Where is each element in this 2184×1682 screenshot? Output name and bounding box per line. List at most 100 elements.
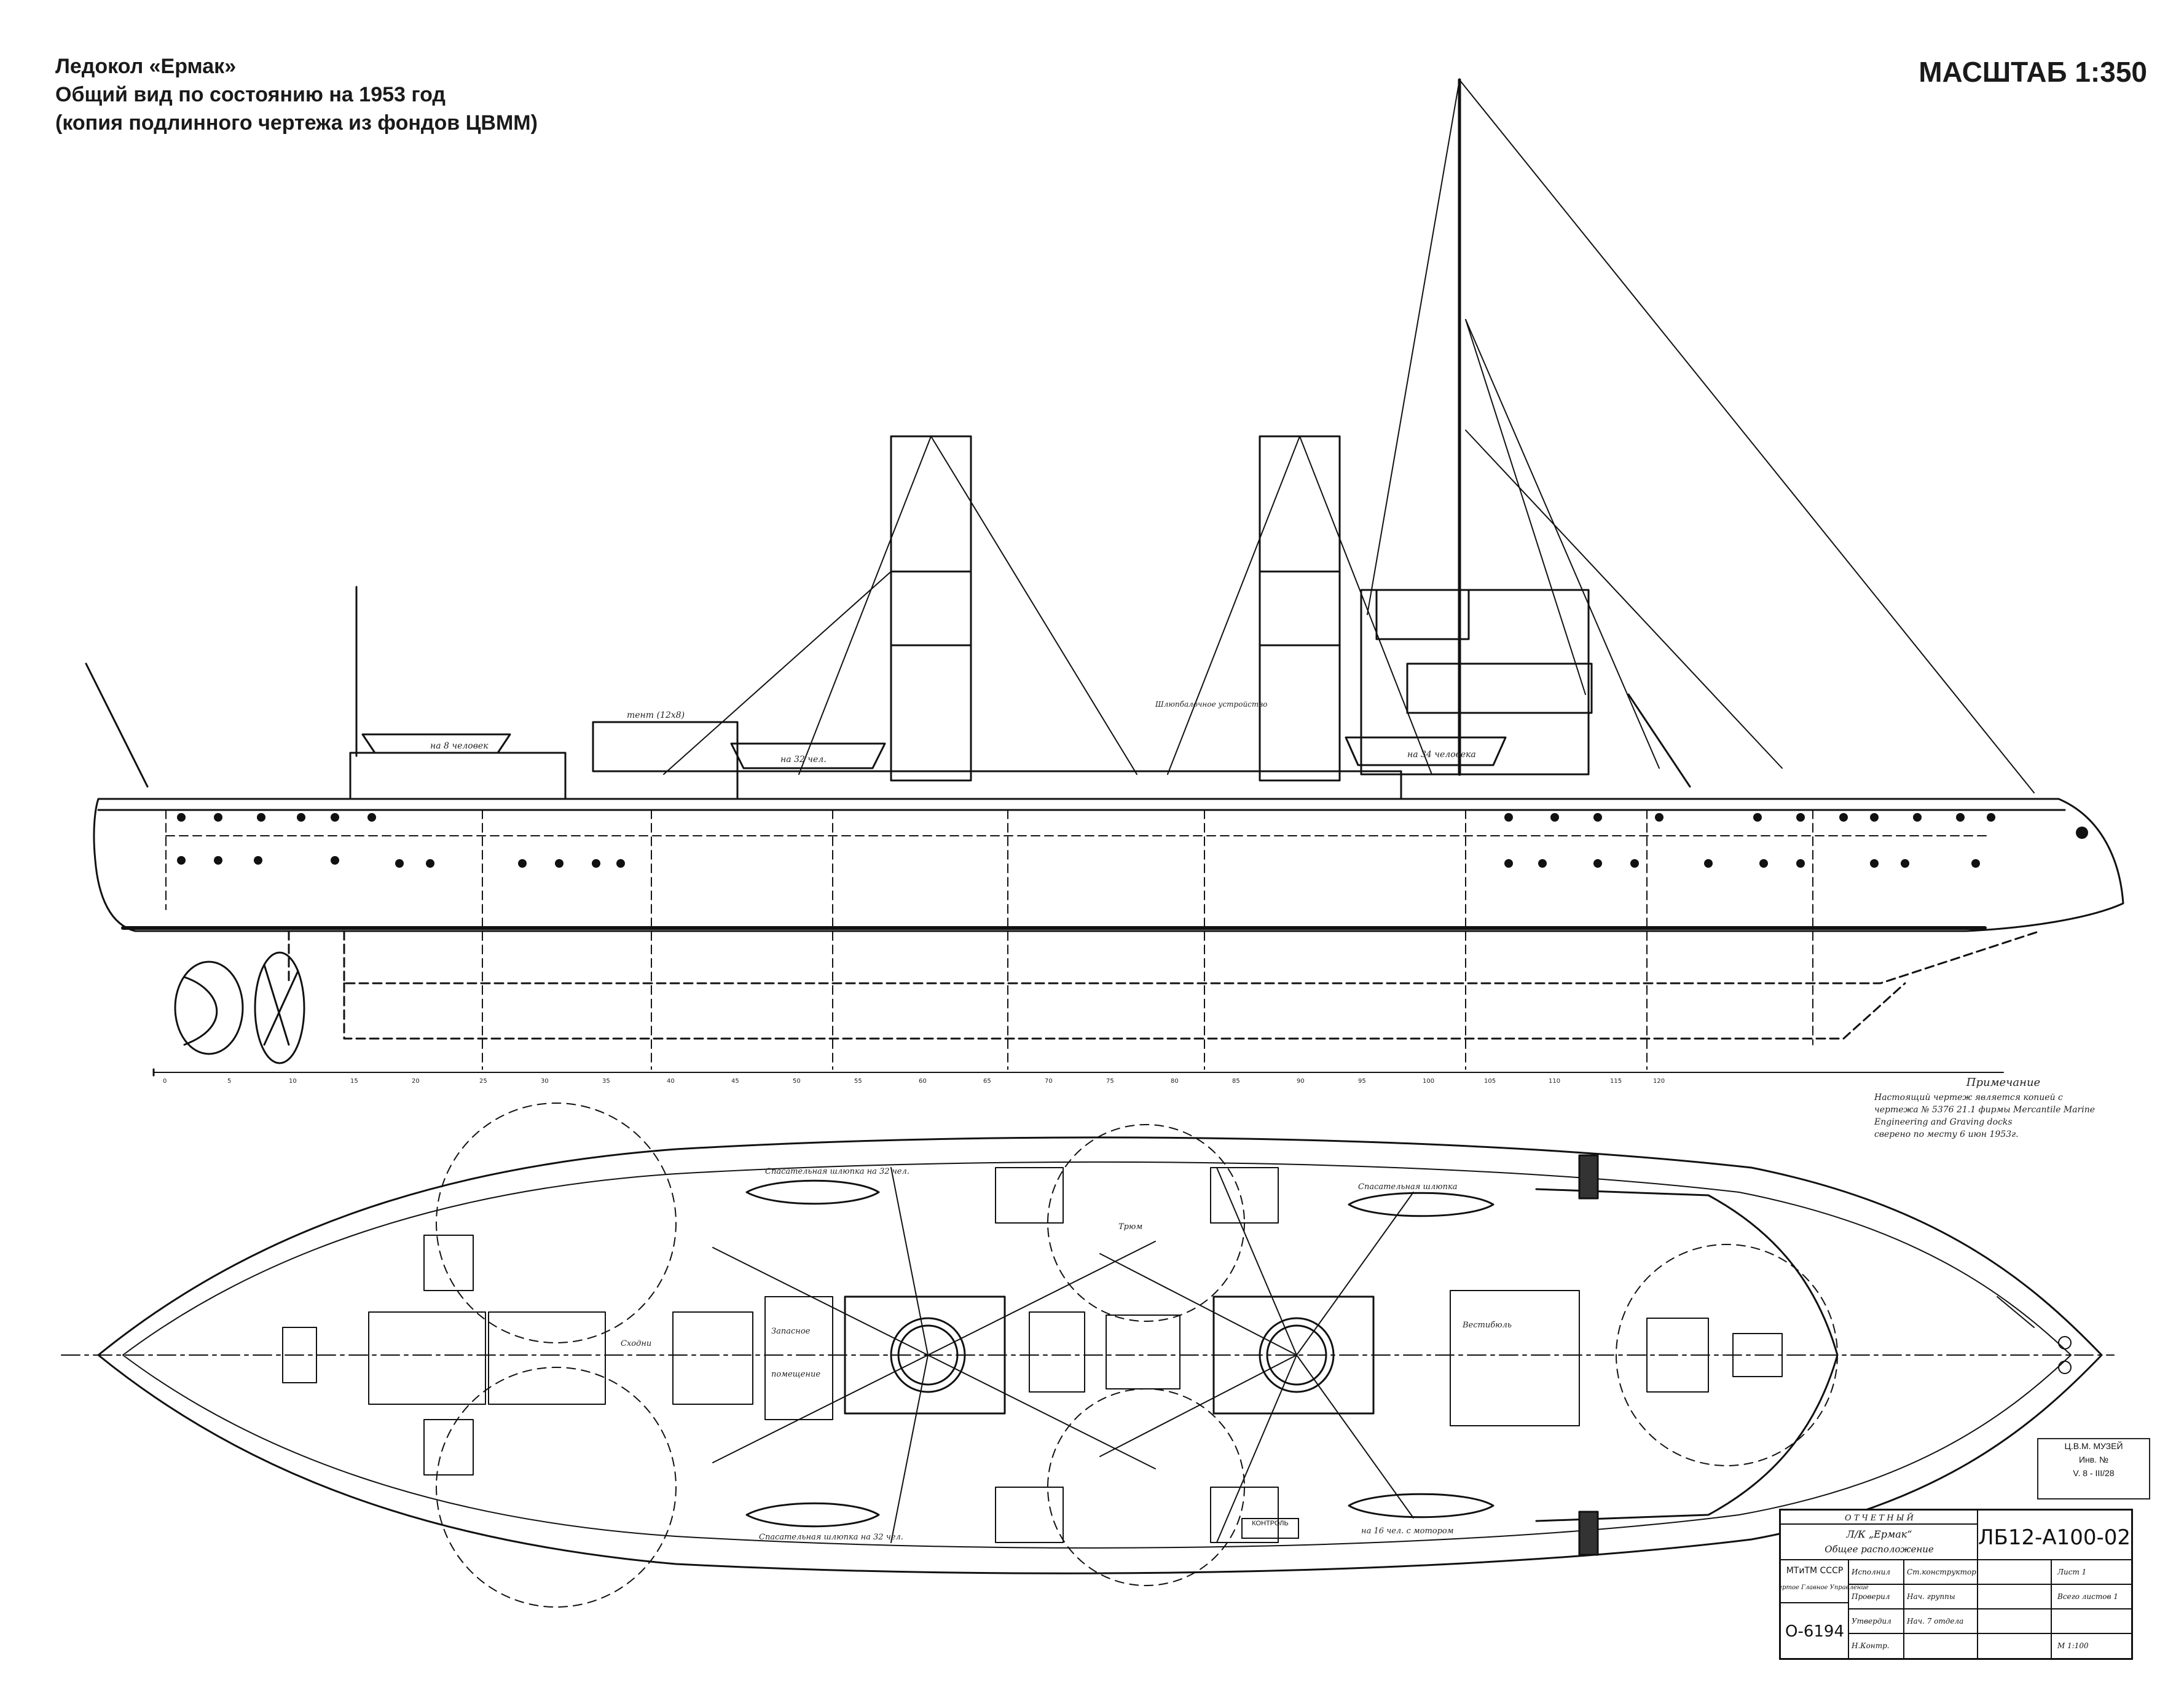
- vestibule-label: Вестибюль: [1462, 1321, 1512, 1330]
- frame-number: 110: [1549, 1078, 1560, 1085]
- underwater-hull: [288, 930, 2041, 1040]
- tb-row-role: Исполнил: [1851, 1568, 1890, 1576]
- drawing-note: Примечание Настоящий чертеж является коп…: [1874, 1077, 2132, 1141]
- tb-row-col: Ст.конструктор: [1907, 1568, 1976, 1576]
- frame-number: 55: [854, 1078, 862, 1085]
- frame-number: 40: [667, 1078, 675, 1085]
- frame-number: 20: [412, 1078, 420, 1085]
- frame-number: 50: [793, 1078, 801, 1085]
- frame-numbers: 0 5 10 15 20 25 30 35 40 45 50 55 60 65 …: [163, 1078, 1665, 1085]
- frame-number: 75: [1106, 1078, 1114, 1085]
- frame-number: 5: [227, 1078, 231, 1085]
- mast-step: [1578, 1154, 1599, 1200]
- tb-row-name: Нач. группы: [1906, 1592, 1955, 1601]
- funnel-plan-fore: [1212, 1295, 1375, 1415]
- lifeboat-plan-1: [745, 1179, 880, 1205]
- propeller-and-rudder: [174, 951, 305, 1064]
- tb-ship: Л/К „Ермак“: [1846, 1528, 1912, 1540]
- frame-number: 25: [479, 1078, 487, 1085]
- tb-organization: МТиТМ СССР: [1786, 1566, 1844, 1576]
- frame-number: 95: [1358, 1078, 1366, 1085]
- drawing-subtitle: Общий вид по состоянию на 1953 год: [55, 83, 446, 106]
- frame-number: 65: [983, 1078, 991, 1085]
- anchor-windlass: [282, 1296, 2072, 1383]
- plan-stays: [712, 1167, 1414, 1543]
- lifeboat-profile-3: [1345, 736, 1507, 766]
- portholes: [177, 813, 2088, 868]
- tb-row-name: Нач. 7 отдела: [1906, 1617, 1963, 1625]
- lifeboat-plan-4: [1348, 1493, 1495, 1519]
- stamp-number: V. 8 - III/28: [2073, 1468, 2115, 1478]
- title-block: Ледокол «Ермак» Общий вид по состоянию н…: [55, 52, 538, 137]
- boat-label-2: на 32 чел.: [780, 755, 827, 764]
- note-heading: Примечание: [1966, 1076, 2041, 1089]
- frame-number: 85: [1232, 1078, 1240, 1085]
- funnel-stays: [663, 436, 1432, 775]
- funnel-aft: [890, 435, 972, 782]
- lifeboat-plan-3: [1348, 1192, 1495, 1217]
- frame-number: 115: [1610, 1078, 1622, 1085]
- frame-number: 70: [1045, 1078, 1053, 1085]
- gangway-label: Сходни: [621, 1339, 651, 1348]
- lifeboat-profile-1: [361, 733, 511, 754]
- boat-label-1: на 8 человек: [430, 741, 489, 751]
- aft-boat-deck: [592, 721, 739, 772]
- lifeboat-plan-2: [745, 1502, 880, 1528]
- mast-step-lower: [1578, 1511, 1599, 1556]
- drawing-source-note: (копия подлинного чертежа из фондов ЦВММ…: [55, 111, 538, 135]
- hold-label: Трюм: [1118, 1222, 1142, 1232]
- davit-label: Шлюпбалочное устройство: [1155, 700, 1267, 709]
- tb-sheets: Всего листов 1: [2057, 1592, 2118, 1601]
- side-profile: [85, 78, 2124, 1077]
- plan-boat-label-1: Спасательная шлюпка на 32 чел.: [765, 1167, 909, 1176]
- frame-number: 80: [1171, 1078, 1179, 1085]
- frame-number: 15: [350, 1078, 358, 1085]
- frame-number: 105: [1484, 1078, 1496, 1085]
- bridge-wing: [1406, 662, 1593, 714]
- frame-number: 30: [541, 1078, 549, 1085]
- bridge-upper: [1375, 589, 1470, 640]
- funnel-fore: [1259, 435, 1341, 782]
- foremast: [1367, 78, 2035, 793]
- funnel-plan-aft: [844, 1295, 1006, 1415]
- note-line: чертежа № 5376 21.1 фирмы Mercantile Mar…: [1874, 1105, 2096, 1115]
- bridge-structure: [1360, 589, 1590, 776]
- tb-row-role: Утвердил: [1852, 1617, 1891, 1625]
- hull-outline: [93, 798, 2124, 932]
- frame-number: 90: [1297, 1078, 1305, 1085]
- plan-boat-label-2: Спасательная шлюпка: [1358, 1182, 1457, 1192]
- bulkheads: [165, 809, 1992, 1070]
- tb-header: О Т Ч Е Т Н Ы Й: [1845, 1512, 1914, 1523]
- frame-number: 0: [163, 1078, 167, 1085]
- frame-number: 10: [289, 1078, 297, 1085]
- store-label: Запасное: [771, 1327, 811, 1336]
- tb-department: Четвертое Главное Управление: [1779, 1584, 1869, 1591]
- tent-label: тент (12х8): [627, 710, 685, 720]
- stamp-inventory: Инв. №: [2078, 1455, 2109, 1464]
- aft-crane: [85, 662, 149, 788]
- drawing-title: Ледокол «Ермак»: [55, 55, 237, 78]
- note-line: Engineering and Graving docks: [1874, 1117, 2013, 1127]
- tb-scale: М 1:100: [2057, 1641, 2089, 1650]
- stamp-museum: Ц.В.М. МУЗЕЙ: [2064, 1441, 2123, 1451]
- aft-deckhouse: [349, 752, 567, 800]
- plan-boat-label-3: Спасательная шлюпка на 32 чел.: [759, 1533, 903, 1542]
- store-sub-label: помещение: [771, 1370, 820, 1379]
- scale-label: МАСШТАБ 1:350: [1919, 56, 2147, 88]
- tb-row-role: Проверил: [1851, 1592, 1890, 1601]
- frame-number: 60: [919, 1078, 927, 1085]
- title-block-table: О Т Ч Е Т Н Ы Й Л/К „Ермак“ Общее распол…: [1779, 1509, 2133, 1660]
- fore-crane: [1627, 693, 1691, 788]
- tb-sheet: Лист 1: [2057, 1568, 2086, 1576]
- tb-subject: Общее расположение: [1825, 1544, 1934, 1555]
- frame-number: 120: [1653, 1078, 1665, 1085]
- plan-boat-label-4: на 16 чел. с мотором: [1361, 1527, 1454, 1536]
- tb-drawing-number: ЛБ12-А100-02: [1978, 1525, 2131, 1550]
- museum-stamp: Ц.В.М. МУЗЕЙ Инв. № V. 8 - III/28: [2037, 1438, 2150, 1499]
- boat-label-3: на 34 человека: [1407, 750, 1476, 760]
- forecastle-outline: [1535, 1188, 1839, 1522]
- control-stamp: КОНТРОЛЬ: [1241, 1518, 1299, 1539]
- frame-number: 35: [602, 1078, 610, 1085]
- deck-plan: [61, 1102, 2115, 1608]
- frame-number: 100: [1423, 1078, 1434, 1085]
